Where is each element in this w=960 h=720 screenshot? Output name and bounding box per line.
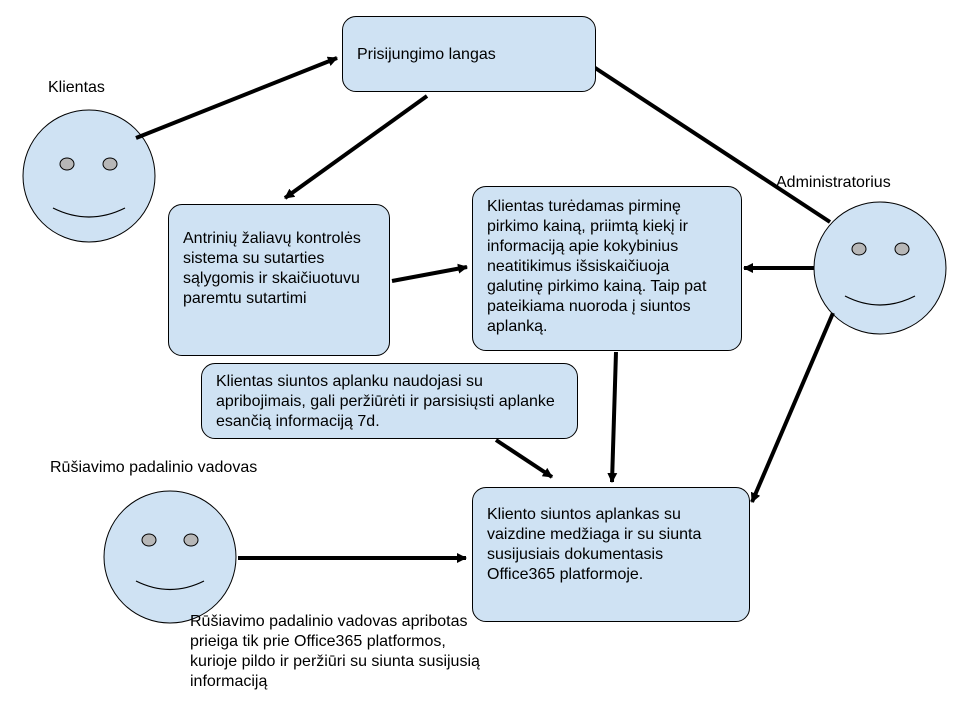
control-system-box: Antrinių žaliavų kontrolės sistema su su… <box>168 204 390 356</box>
arrow-price-to-folder <box>607 351 618 483</box>
vadovas-smiley-icon <box>103 490 237 624</box>
client-folder-box: Kliento siuntos aplankas su vaizdine med… <box>472 487 750 622</box>
arrow-admin-to-folder <box>750 312 835 503</box>
actor-label-vadovas: Rūšiavimo padalinio vadovas <box>50 459 258 476</box>
folder-access-box: Klientas siuntos aplanku naudojasi su ap… <box>201 363 578 439</box>
administratorius-smiley-icon <box>813 201 947 335</box>
actor-label-administratorius: Administratorius <box>776 174 891 191</box>
vadovas-access-note: Rūšiavimo padalinio vadovas apribotas pr… <box>190 613 480 690</box>
arrow-klientas-to-login <box>135 56 338 140</box>
price-calc-box: Klientas turėdamas pirminę pirkimo kainą… <box>472 186 742 351</box>
arrow-login-to-control <box>283 94 429 200</box>
actor-label-klientas: Klientas <box>48 79 105 96</box>
klientas-smiley-icon <box>22 109 156 243</box>
arrow-admin-to-login <box>578 56 832 224</box>
arrow-control-to-price <box>391 263 468 283</box>
login-box: Prisijungimo langas <box>342 16 596 92</box>
arrow-access-to-folder <box>494 438 554 479</box>
